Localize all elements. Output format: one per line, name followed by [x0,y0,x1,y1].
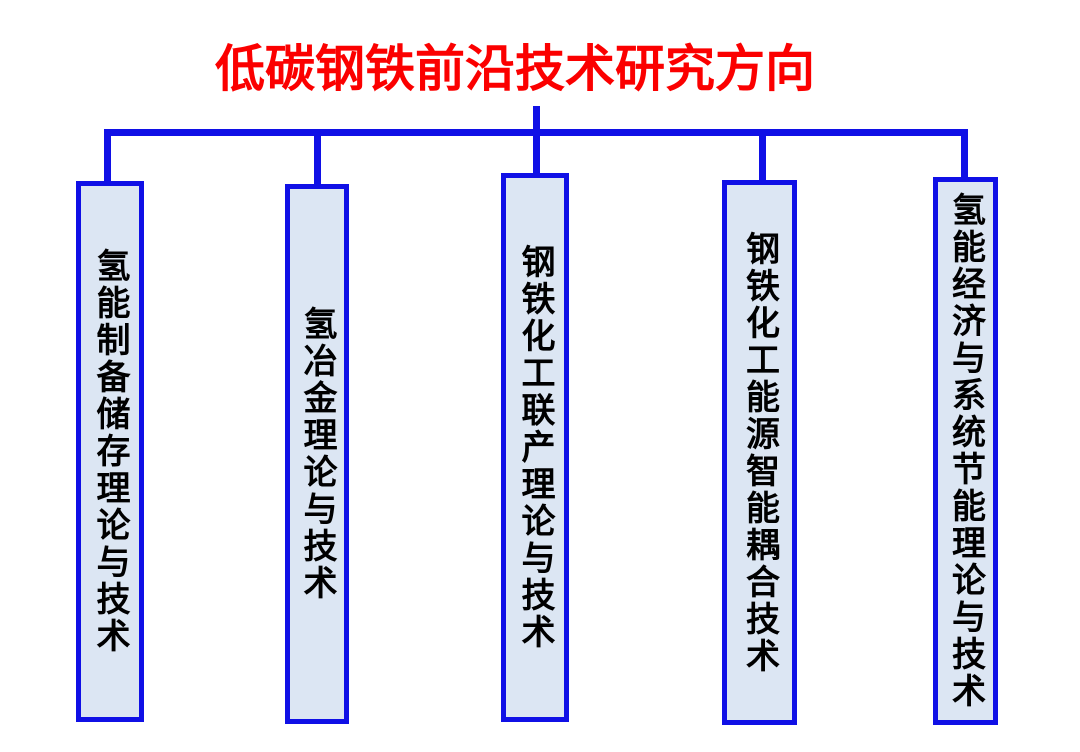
branch-box-steel-chemical-coproduction: 钢铁化工联产理论与技术 [501,173,569,722]
branch-label: 钢铁化工能源智能耦合技术 [740,230,779,675]
branch-label: 钢铁化工联产理论与技术 [516,244,554,651]
branch-label: 氢能经济与系统节能理论与技术 [946,192,985,710]
diagram-title: 低碳钢铁前沿技术研究方向 [215,41,815,97]
connector-drop-4 [759,129,766,183]
branch-box-hydrogen-production-storage: 氢能制备储存理论与技术 [76,181,144,722]
connector-drop-2 [314,129,321,187]
connector-drop-1 [104,129,111,184]
branch-box-steel-chemical-energy-coupling: 钢铁化工能源智能耦合技术 [722,180,797,725]
connector-stem [533,106,540,136]
branch-box-hydrogen-economy-energy-saving: 氢能经济与系统节能理论与技术 [933,177,998,725]
connector-drop-5 [961,129,968,180]
branch-label: 氢能制备储存理论与技术 [91,248,129,655]
branch-box-hydrogen-metallurgy: 氢冶金理论与技术 [285,184,349,724]
connector-drop-3 [533,129,540,176]
branch-label: 氢冶金理论与技术 [298,306,336,602]
